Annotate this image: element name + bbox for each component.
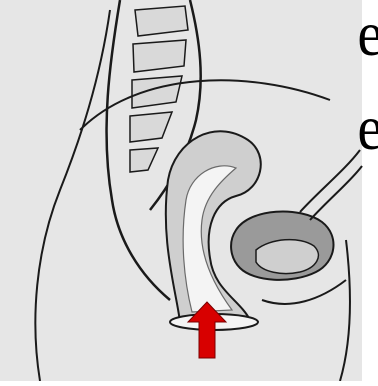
pelvic-organ-inner	[256, 240, 318, 274]
clipped-text-fragment: e	[357, 2, 378, 66]
clipped-text-fragment: e	[357, 96, 378, 160]
